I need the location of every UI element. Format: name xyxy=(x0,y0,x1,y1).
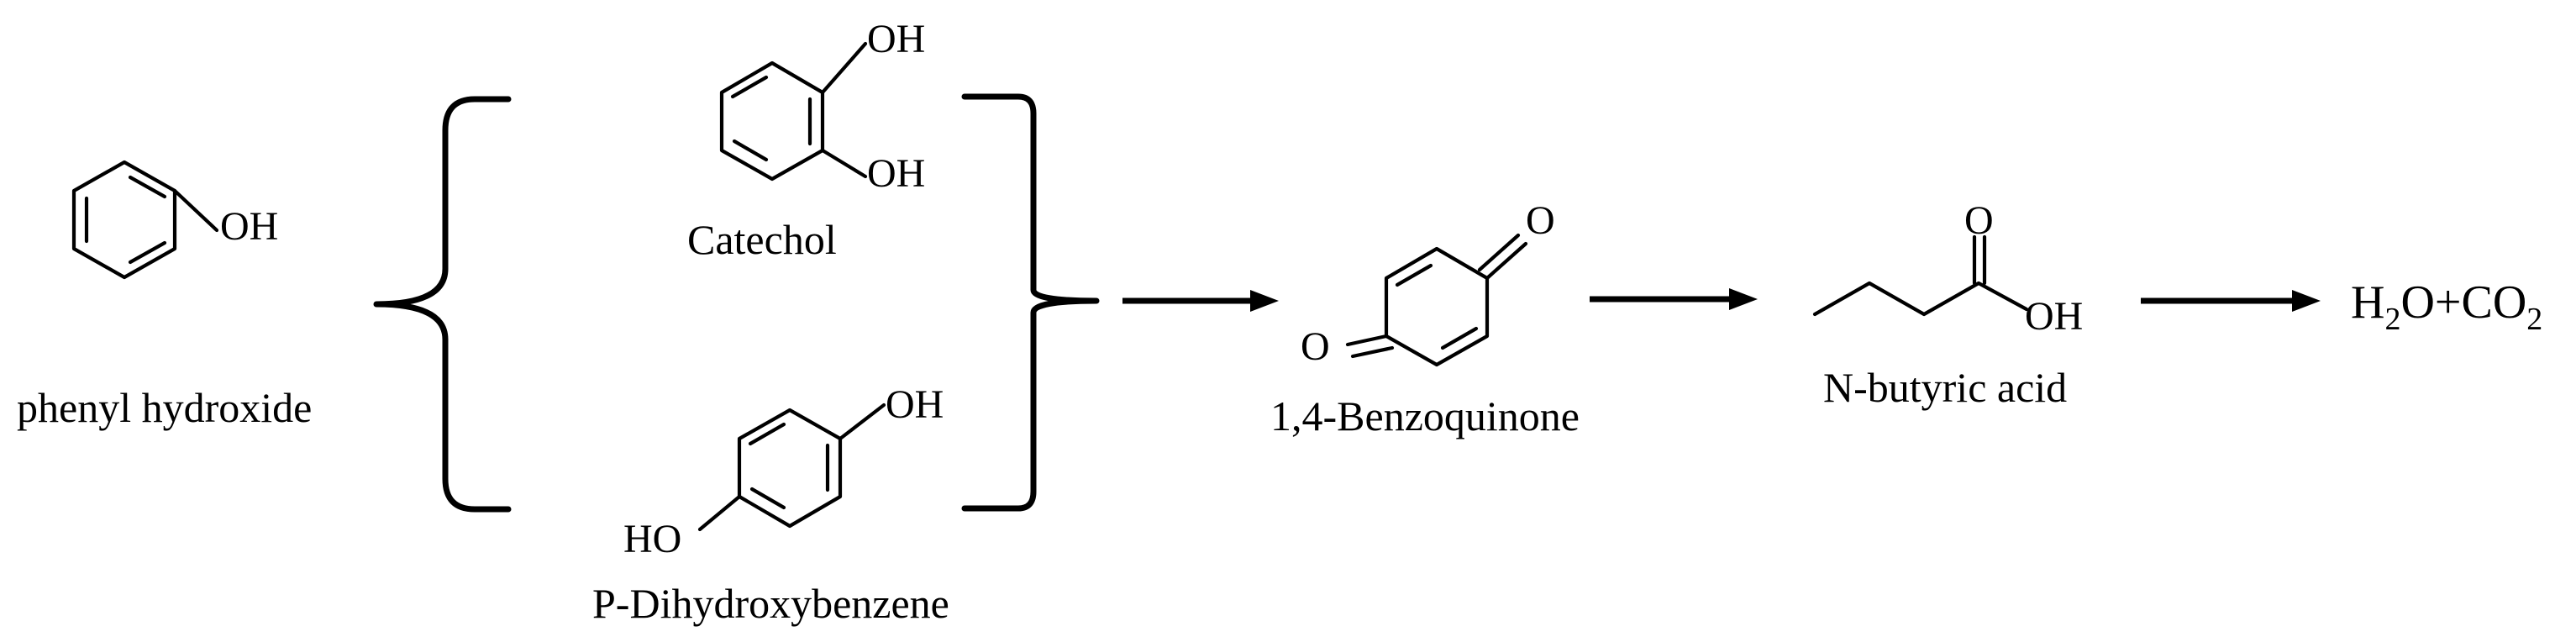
left-curly-brace xyxy=(373,96,512,513)
hydroquinone-double-bond xyxy=(748,422,786,446)
butyric-acid-structure xyxy=(1812,234,2029,317)
benzoquinone-structure xyxy=(1345,233,1528,367)
catechol-double-bond xyxy=(730,75,769,99)
phenol-name: phenyl hydroxide xyxy=(17,384,312,431)
reaction-arrow-2 xyxy=(1590,288,1758,310)
phenol-ring xyxy=(71,160,177,280)
benzoquinone-o-bottom-label: O xyxy=(1301,324,1330,369)
butyric-oh-label: OH xyxy=(2025,294,2083,339)
catechol-c-o-bond xyxy=(820,41,868,95)
products-mid: O+CO xyxy=(2400,276,2526,329)
hydroquinone-name: P-Dihydroxybenzene xyxy=(592,580,949,627)
products-h: H xyxy=(2351,276,2384,329)
hydroquinone-c-o-bond xyxy=(697,494,742,532)
reaction-arrow-3 xyxy=(2141,290,2321,312)
right-square-bracket xyxy=(961,93,1100,512)
catechol-oh-top-label: OH xyxy=(867,17,925,61)
benzoquinone-c-o-bond xyxy=(1485,241,1528,281)
butyric-acid-name: N-butyric acid xyxy=(1823,364,2067,411)
benzoquinone-o-top-label: O xyxy=(1526,198,1555,243)
benzoquinone-double-bond xyxy=(1440,326,1479,350)
butyric-o-label: O xyxy=(1964,198,1994,243)
phenol-oh-label: OH xyxy=(220,204,278,249)
products-formula: H2O+CO2 xyxy=(2351,276,2542,337)
catechol-structure xyxy=(719,41,868,182)
reaction-arrow-1 xyxy=(1122,290,1279,312)
hydroquinone-oh-top-label: OH xyxy=(886,382,944,427)
catechol-name: Catechol xyxy=(687,216,837,263)
products-sub-1: 2 xyxy=(2384,302,2400,337)
benzoquinone-name: 1,4-Benzoquinone xyxy=(1270,392,1580,439)
benzoquinone-c-o-bond xyxy=(1350,345,1395,359)
catechol-oh-bottom-label: OH xyxy=(867,151,925,196)
phenol-double-bond xyxy=(128,175,167,199)
benzoquinone-c-o-bond xyxy=(1477,233,1521,272)
benzoquinone-double-bond xyxy=(1395,263,1433,287)
products-sub-2: 2 xyxy=(2526,302,2542,337)
benzoquinone-c-o-bond xyxy=(1345,334,1389,347)
phenol-structure xyxy=(71,160,219,280)
hydroquinone-structure xyxy=(697,403,886,532)
catechol-double-bond xyxy=(732,139,769,162)
catechol-c-o-bond xyxy=(820,148,868,179)
hydroquinone-ho-bottom-label: HO xyxy=(623,517,681,561)
phenol-c-o-bond xyxy=(172,188,219,233)
hydroquinone-c-o-bond xyxy=(838,403,886,441)
hydroquinone-double-bond xyxy=(749,487,786,510)
phenol-double-bond xyxy=(128,240,167,265)
hydroquinone-ring xyxy=(737,408,843,529)
catechol-ring xyxy=(719,61,825,182)
benzoquinone-ring xyxy=(1384,246,1490,367)
butyric-chain xyxy=(1812,281,2029,317)
